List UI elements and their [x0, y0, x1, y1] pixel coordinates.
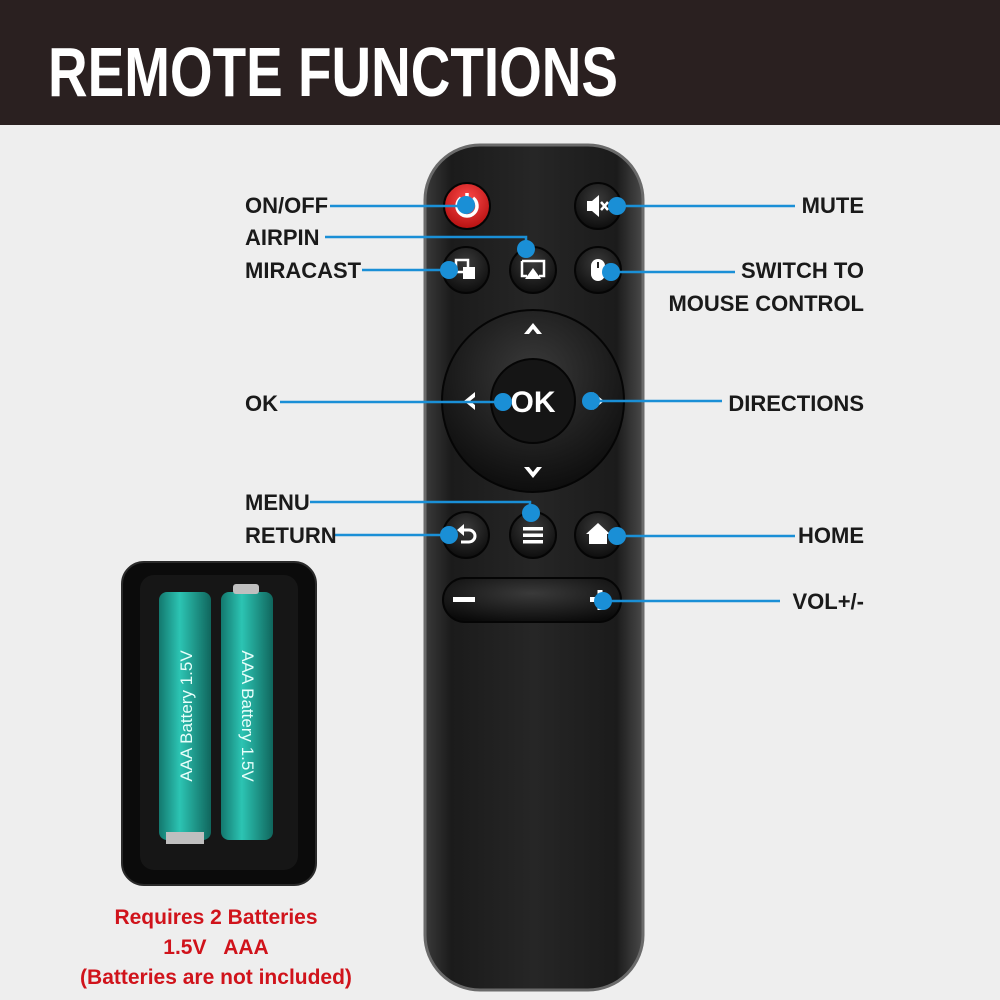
page-title: REMOTE FUNCTIONS — [48, 33, 618, 111]
battery-right: AAA Battery 1.5V — [221, 584, 273, 840]
label-volume: VOL+/- — [792, 589, 864, 614]
volume-minus-icon[interactable] — [453, 597, 475, 602]
header-bar — [0, 0, 1000, 125]
airpin-button[interactable] — [509, 246, 557, 294]
label-ok: OK — [245, 391, 278, 416]
battery-left: AAA Battery 1.5V — [159, 592, 211, 844]
return-icon — [461, 528, 477, 544]
mouse-icon — [591, 259, 605, 281]
label-menu: MENU — [245, 490, 310, 515]
battery-compartment: AAA Battery 1.5V AAA Battery 1.5V — [121, 561, 317, 886]
battery-label: AAA Battery 1.5V — [238, 650, 257, 782]
ok-button[interactable]: OK — [490, 358, 576, 444]
battery-note-line2: 1.5V AAA — [163, 936, 268, 959]
airplay-icon — [520, 259, 546, 278]
label-airpin: AIRPIN — [245, 225, 320, 250]
menu-icon — [523, 527, 543, 544]
mouse-mode-button[interactable] — [574, 246, 622, 294]
home-button[interactable] — [574, 511, 622, 559]
label-home: HOME — [798, 523, 864, 548]
label-directions: DIRECTIONS — [728, 391, 864, 416]
arrow-down-icon[interactable] — [524, 467, 542, 478]
label-on-off: ON/OFF — [245, 193, 328, 218]
callout-lines — [280, 196, 795, 610]
label-switch-to: SWITCH TO — [741, 258, 864, 283]
ok-button-label: OK — [511, 386, 556, 419]
home-icon — [586, 523, 610, 544]
battery-label: AAA Battery 1.5V — [177, 650, 196, 782]
mute-icon — [587, 195, 599, 217]
label-mouse-control: MOUSE CONTROL — [668, 291, 864, 316]
label-return: RETURN — [245, 523, 337, 548]
menu-button[interactable] — [509, 511, 557, 559]
battery-note-line3: (Batteries are not included) — [80, 966, 352, 989]
arrow-up-icon[interactable] — [524, 323, 542, 334]
label-miracast: MIRACAST — [245, 258, 362, 283]
label-mute: MUTE — [802, 193, 864, 218]
battery-note-line1: Requires 2 Batteries — [114, 906, 317, 929]
